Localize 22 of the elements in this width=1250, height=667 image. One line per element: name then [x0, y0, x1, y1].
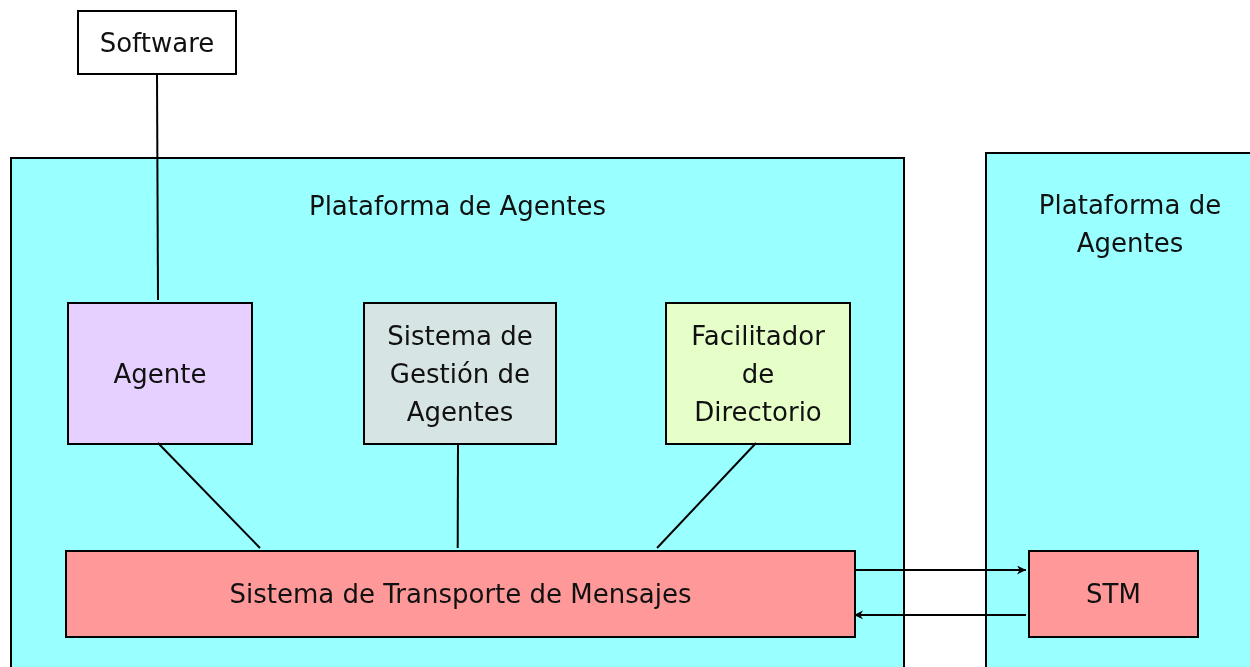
node-label: Agente: [113, 357, 207, 391]
connector-line: [156, 74, 159, 301]
node-label: Software: [99, 26, 215, 60]
process-box: [665, 302, 851, 445]
process-box: [1028, 550, 1199, 638]
arrow: [853, 610, 1027, 620]
process-box: [363, 302, 557, 445]
platform-panel: [985, 152, 1250, 667]
node-label: Sistema de Gestión de Agentes: [386, 319, 534, 429]
node-label: Facilitador de Directorio: [690, 319, 826, 429]
connector-line: [157, 442, 261, 549]
process-box: [65, 550, 856, 638]
agent-box: [67, 302, 253, 445]
panel-title: Plataforma de Agentes: [1037, 189, 1223, 260]
process-box: [77, 10, 237, 75]
platform-panel: [10, 157, 905, 667]
connector-line: [656, 442, 757, 549]
connector-line: [456, 442, 459, 549]
node-label: Sistema de Transporte de Mensajes: [229, 578, 692, 611]
panel-title: Plataforma de Agentes: [307, 190, 607, 223]
arrow: [853, 565, 1027, 575]
node-label: STM: [1086, 578, 1141, 611]
